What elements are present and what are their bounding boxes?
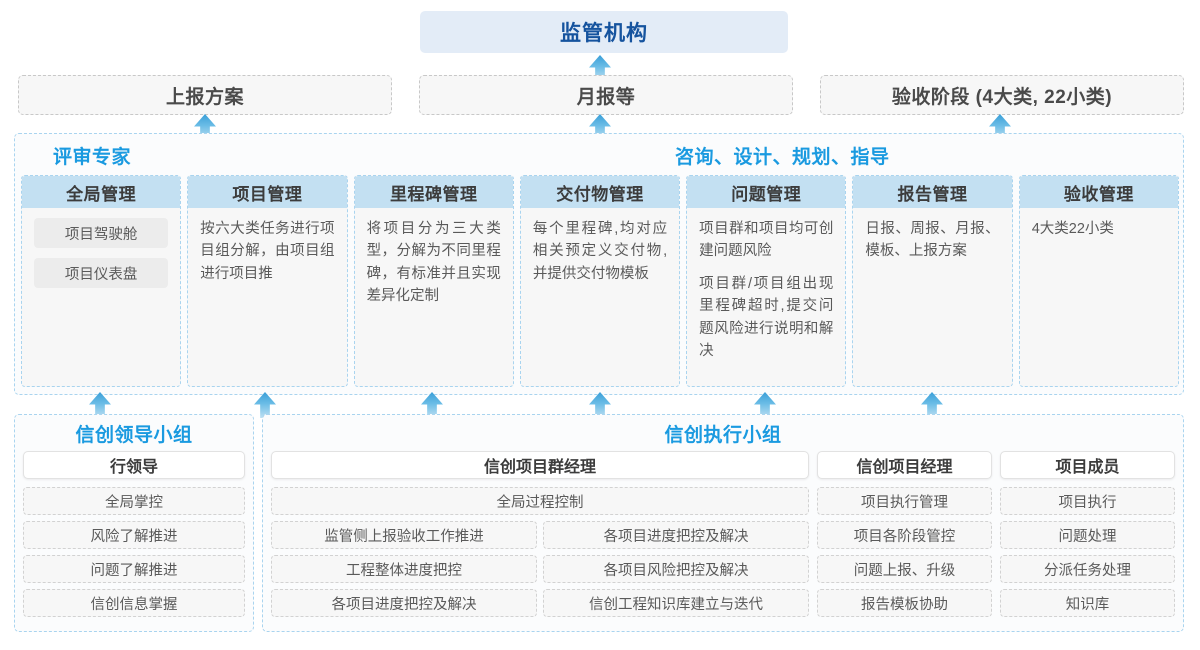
- capability-card-deliverable[interactable]: 交付物管理 每个里程碑,均对应相关预定义交付物,并提供交付物模板: [519, 175, 681, 387]
- task-item[interactable]: 全局掌控: [23, 487, 245, 515]
- project-manager-task-list: 项目执行管理 项目各阶段管控 问题上报、升级 报告模板协助: [817, 487, 992, 617]
- task-item[interactable]: 风险了解推进: [23, 521, 245, 549]
- task-item[interactable]: 问题处理: [1000, 521, 1175, 549]
- task-item[interactable]: 项目执行: [1000, 487, 1175, 515]
- task-item[interactable]: 信创工程知识库建立与迭代: [543, 589, 809, 617]
- task-item[interactable]: 监管侧上报验收工作推进: [271, 521, 537, 549]
- card-title: 全局管理: [22, 176, 181, 208]
- card-title: 报告管理: [853, 176, 1012, 208]
- group-execution: 信创执行小组 信创项目群经理 全局过程控制 监管侧上报验收工作推进 各项目进度把…: [262, 414, 1184, 632]
- org-panel: 信创领导小组 行领导 全局掌控 风险了解推进 问题了解推进 信创信息掌握 信创执…: [14, 414, 1184, 632]
- task-item[interactable]: 知识库: [1000, 589, 1175, 617]
- card-paragraph: 项目群和项目均可创建问题风险: [699, 221, 834, 260]
- task-item[interactable]: 各项目进度把控及解决: [271, 589, 537, 617]
- pill-item[interactable]: 项目仪表盘: [34, 258, 169, 288]
- group-title-execution: 信创执行小组: [664, 425, 782, 446]
- card-body: 将项目分为三大类型，分解为不同里程碑，有标准并且实现差异化定制: [355, 208, 513, 386]
- card-paragraph: 每个里程碑,均对应相关预定义交付物,并提供交付物模板: [532, 221, 668, 282]
- member-task-list: 项目执行 问题处理 分派任务处理 知识库: [1000, 487, 1175, 617]
- card-body: 项目群和项目均可创建问题风险 项目群/项目组出现里程碑超时,提交问题风险进行说明…: [687, 208, 845, 386]
- panel-title-consulting: 咨询、设计、规划、指导: [675, 147, 890, 168]
- card-paragraph: 按六大类任务进行项目组分解，由项目组进行项目推: [200, 221, 335, 282]
- role-bank-leader[interactable]: 行领导: [23, 451, 245, 479]
- capability-card-acceptance[interactable]: 验收管理 4大类22小类: [1018, 175, 1179, 387]
- role-project-manager[interactable]: 信创项目经理: [817, 451, 992, 479]
- task-item[interactable]: 工程整体进度把控: [271, 555, 537, 583]
- task-item[interactable]: 分派任务处理: [1000, 555, 1175, 583]
- card-body: 按六大类任务进行项目组分解，由项目组进行项目推: [188, 208, 346, 386]
- capability-card-report[interactable]: 报告管理 日报、周报、月报、模板、上报方案: [852, 175, 1013, 387]
- program-manager-task-grid: 监管侧上报验收工作推进 各项目进度把控及解决 工程整体进度把控 各项目风险把控及…: [271, 521, 809, 617]
- card-paragraph: 项目群/项目组出现里程碑超时,提交问题风险进行说明和解决: [699, 275, 834, 360]
- task-item-wide[interactable]: 全局过程控制: [271, 487, 809, 515]
- card-body: 每个里程碑,均对应相关预定义交付物,并提供交付物模板: [521, 208, 679, 386]
- capability-card-global[interactable]: 全局管理 项目驾驶舱 项目仪表盘: [21, 175, 182, 387]
- column-program-manager: 信创项目群经理 全局过程控制 监管侧上报验收工作推进 各项目进度把控及解决 工程…: [271, 451, 809, 617]
- report-box-plan[interactable]: 上报方案: [18, 75, 392, 115]
- task-item[interactable]: 项目各阶段管控: [817, 521, 992, 549]
- capability-card-project[interactable]: 项目管理 按六大类任务进行项目组分解，由项目组进行项目推: [187, 175, 348, 387]
- task-item[interactable]: 各项目风险把控及解决: [543, 555, 809, 583]
- role-project-member[interactable]: 项目成员: [1000, 451, 1175, 479]
- task-item[interactable]: 问题上报、升级: [817, 555, 992, 583]
- card-title: 项目管理: [188, 176, 347, 208]
- capability-panel: 评审专家 咨询、设计、规划、指导 全局管理 项目驾驶舱 项目仪表盘 项目管理 按…: [14, 133, 1184, 395]
- task-item[interactable]: 信创信息掌握: [23, 589, 245, 617]
- panel-title-review-expert: 评审专家: [53, 147, 132, 168]
- card-body: 4大类22小类: [1020, 208, 1178, 386]
- card-title: 交付物管理: [520, 176, 680, 208]
- execution-columns: 信创项目群经理 全局过程控制 监管侧上报验收工作推进 各项目进度把控及解决 工程…: [271, 451, 1175, 623]
- task-item[interactable]: 报告模板协助: [817, 589, 992, 617]
- task-item[interactable]: 项目执行管理: [817, 487, 992, 515]
- card-body: 日报、周报、月报、模板、上报方案: [853, 208, 1011, 386]
- column-project-manager: 信创项目经理 项目执行管理 项目各阶段管控 问题上报、升级 报告模板协助: [817, 451, 992, 617]
- task-item[interactable]: 各项目进度把控及解决: [543, 521, 809, 549]
- card-title: 里程碑管理: [354, 176, 513, 208]
- group-title-leadership: 信创领导小组: [75, 425, 193, 446]
- card-paragraph: 4大类22小类: [1031, 221, 1114, 237]
- role-program-manager[interactable]: 信创项目群经理: [271, 451, 809, 479]
- leadership-task-list: 全局掌控 风险了解推进 问题了解推进 信创信息掌握: [23, 487, 245, 617]
- pill-item[interactable]: 项目驾驶舱: [34, 218, 169, 248]
- card-title: 验收管理: [1019, 176, 1178, 208]
- regulator-box: 监管机构: [420, 11, 788, 53]
- group-leadership: 信创领导小组 行领导 全局掌控 风险了解推进 问题了解推进 信创信息掌握: [14, 414, 254, 632]
- task-item[interactable]: 问题了解推进: [23, 555, 245, 583]
- card-paragraph: 将项目分为三大类型，分解为不同里程碑，有标准并且实现差异化定制: [366, 221, 501, 305]
- report-box-monthly[interactable]: 月报等: [419, 75, 793, 115]
- capability-card-issue[interactable]: 问题管理 项目群和项目均可创建问题风险 项目群/项目组出现里程碑超时,提交问题风…: [686, 175, 847, 387]
- card-title: 问题管理: [687, 176, 846, 208]
- capability-card-milestone[interactable]: 里程碑管理 将项目分为三大类型，分解为不同里程碑，有标准并且实现差异化定制: [353, 175, 514, 387]
- column-project-member: 项目成员 项目执行 问题处理 分派任务处理 知识库: [1000, 451, 1175, 617]
- card-paragraph: 日报、周报、月报、模板、上报方案: [865, 221, 1000, 260]
- card-body: 项目驾驶舱 项目仪表盘: [22, 208, 180, 386]
- report-box-acceptance[interactable]: 验收阶段 (4大类, 22小类): [820, 75, 1184, 115]
- capability-card-list: 全局管理 项目驾驶舱 项目仪表盘 项目管理 按六大类任务进行项目组分解，由项目组…: [21, 175, 1179, 387]
